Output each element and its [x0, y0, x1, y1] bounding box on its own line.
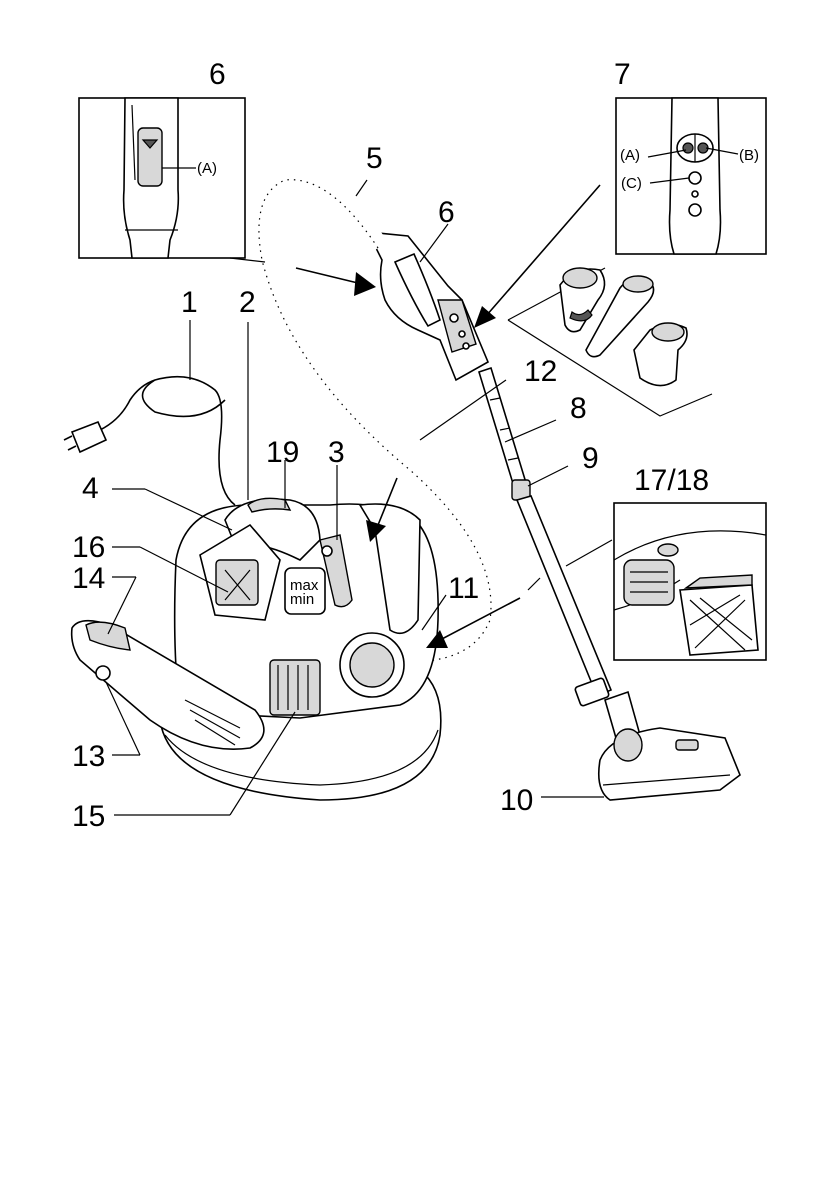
arrows	[295, 184, 601, 648]
number-labels: 1 2 5 6 12 8 9 19 3 4 16 14 11 13 15 10	[72, 142, 599, 833]
label-12: 12	[524, 355, 557, 388]
flexible-hose	[247, 168, 503, 674]
label-7: 7	[614, 58, 631, 91]
label-11: 11	[448, 572, 479, 605]
extension-tube	[478, 366, 613, 707]
inset-17-18-filter-detail	[613, 502, 767, 661]
label-3: 3	[328, 436, 345, 469]
label-1: 1	[181, 286, 198, 319]
label-6: 6	[438, 196, 455, 229]
floor-nozzle	[597, 690, 741, 801]
inset-7-label-c: (C)	[621, 175, 642, 192]
level-max-label: max	[290, 577, 319, 594]
power-cord	[63, 375, 236, 506]
inset-7-label-a: (A)	[620, 147, 640, 164]
label-2: 2	[239, 286, 256, 319]
inset-7-controls-detail: (A) (B) (C)	[615, 97, 767, 255]
vacuum-body: max min	[70, 497, 442, 801]
label-16: 16	[72, 531, 105, 564]
label-17-18: 17/18	[634, 464, 709, 497]
label-13: 13	[72, 740, 105, 773]
inset-7-label-b: (B)	[739, 147, 759, 164]
accessory-nozzles	[507, 267, 713, 417]
label-14: 14	[72, 562, 105, 595]
label-4: 4	[82, 472, 99, 505]
callout-lines	[105, 179, 613, 816]
label-10: 10	[500, 784, 533, 817]
label-8: 8	[570, 392, 587, 425]
label-19: 19	[266, 436, 299, 469]
label-15: 15	[72, 800, 105, 833]
label-6-inset: 6	[209, 58, 226, 91]
hose-handle	[366, 231, 490, 382]
inset-6-handle-detail: (A)	[78, 97, 246, 259]
inset-6-label-a: (A)	[197, 160, 217, 177]
level-min-label: min	[290, 591, 314, 608]
label-9: 9	[582, 442, 599, 475]
label-5: 5	[366, 142, 383, 175]
